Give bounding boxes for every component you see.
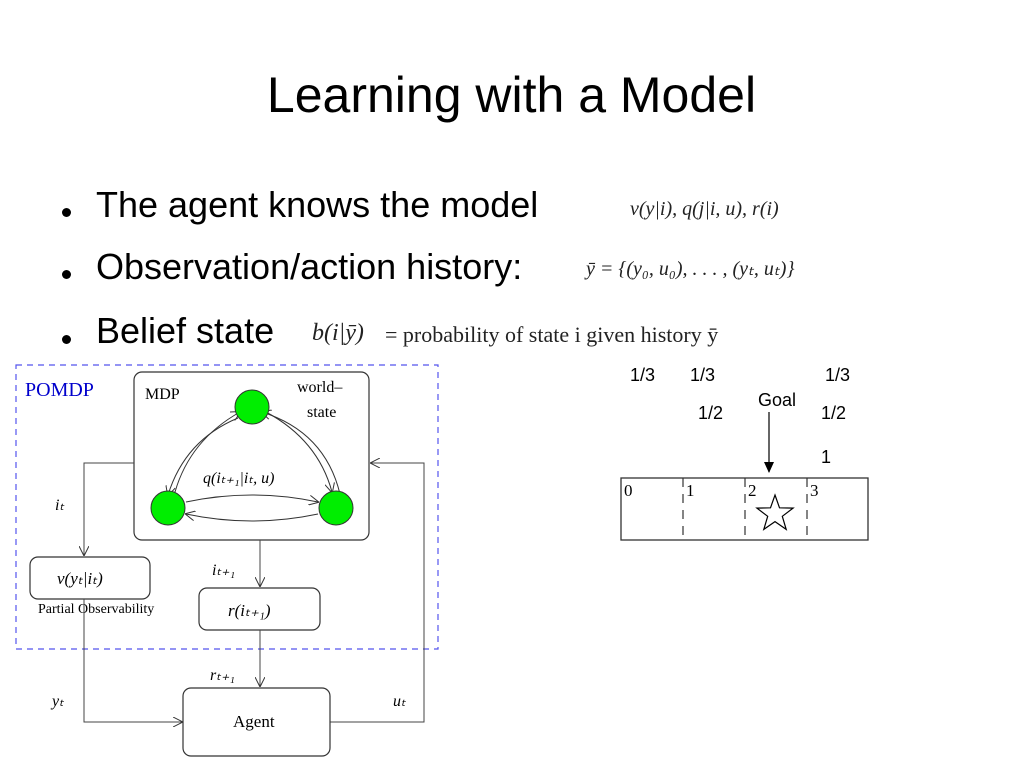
belief-value: 1/3 [630,365,656,385]
mdp-box [133,371,370,541]
state-node [150,490,186,526]
yt-label: yₜ [50,693,64,710]
belief-value: 1/2 [821,403,847,423]
goal-label: Goal [758,390,797,410]
mdp-label: MDP [145,386,180,403]
state-node [234,389,270,425]
agent-label: Agent [233,712,275,731]
bullet-history-formula: ȳ = {(y₀, u₀), . . . , (yₜ, uₜ)} [586,258,795,280]
belief-formula-rhs: = probability of state i given history ȳ [385,322,719,347]
it-label: iₜ [55,497,64,514]
transition-edge [262,412,341,495]
partial-observability-label: Partial Observability [38,602,154,617]
state-node [318,490,354,526]
it1-label: iₜ₊₁ [212,562,235,579]
bullet-model-formula: ν(y|i), q(j|i, u), r(i) [630,198,779,220]
slide-title: Learning with a Model [266,67,757,123]
observation-edge [83,599,182,722]
bullet-dot [62,270,71,279]
bullet-dot [62,335,71,344]
transition-label: q(iₜ₊₁|iₜ, u) [203,470,274,487]
belief-value: 1/3 [825,365,851,385]
observation-box [29,556,151,600]
world-state-label: world– [297,379,343,396]
pomdp-diagram: POMDP MDP world– state q(iₜ₊₁|iₜ, u) iₜ … [15,364,439,757]
bullet-dot [62,208,71,217]
cell-label: 3 [810,481,819,500]
action-edge [330,463,425,723]
transition-edge [185,494,318,502]
cell-label: 0 [624,481,633,500]
bullet-belief-text: Belief state [96,310,275,351]
reward-box-label: r(iₜ₊₁) [228,601,271,620]
world-state-label-2: state [307,404,336,421]
belief-formula-lhs: b(i|ȳ) [312,320,364,346]
goal-arrowhead [764,462,774,473]
ut-label: uₜ [393,693,406,710]
gridworld-diagram: 0 1 2 3 [620,412,869,541]
rt1-label: rₜ₊₁ [210,667,235,684]
belief-value: 1 [821,447,832,467]
pomdp-label: POMDP [25,379,94,401]
goal-star-icon [755,493,795,531]
cell-label: 1 [686,481,695,500]
bullet-history-text: Observation/action history: [96,246,523,287]
pomdp-boundary [15,364,439,650]
bullet-model-text: The agent knows the model [96,184,539,225]
agent-box [182,687,331,757]
belief-value: 1/3 [690,365,716,385]
belief-value: 1/2 [698,403,724,423]
state-signal-edge [84,462,134,555]
transition-edge [174,412,240,493]
transition-edge [168,417,239,495]
observation-box-label: ν(yₜ|iₜ) [57,569,103,588]
transition-edge [186,514,319,522]
transition-edge [265,411,332,492]
cell-label: 2 [748,481,757,500]
